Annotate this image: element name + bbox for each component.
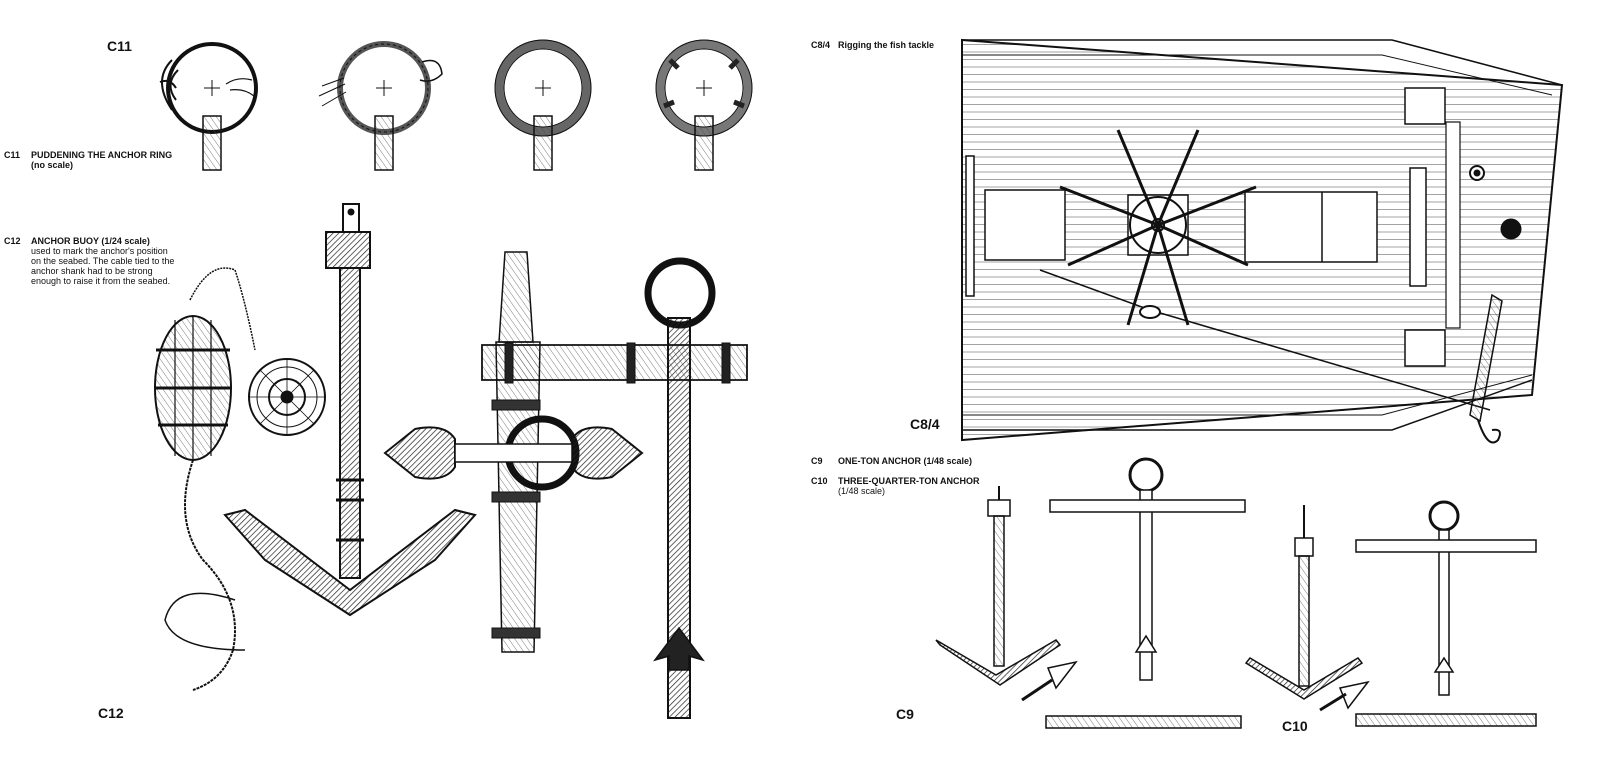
c12-caption-title: ANCHOR BUOY (1/24 scale): [31, 236, 150, 246]
c12-anchor-stock-side: [481, 257, 748, 719]
c9-caption-title: ONE-TON ANCHOR (1/48 scale): [838, 456, 973, 466]
c12-caption-line: on the seabed. The cable tied to the: [31, 256, 175, 266]
c11-figure-label: C11: [107, 38, 132, 54]
c9-caption-number: C9: [811, 456, 823, 466]
c12-caption-line: anchor shank had to be strong: [31, 266, 153, 276]
c11-ring-stage-3: [494, 39, 592, 171]
c10-caption-number: C10: [811, 476, 828, 486]
c11-ring-stage-4: [655, 39, 753, 171]
c84-fish-tackle-line: [1039, 269, 1503, 444]
c12-anchor-stock-front: [383, 251, 644, 653]
c12-caption-line: used to mark the anchor's position: [31, 246, 168, 256]
c10-anchor-side-view: [1244, 505, 1370, 712]
c11-ring-stage-1: [159, 42, 258, 171]
c12-anchor-buoy: [154, 267, 256, 691]
c12-caption-number: C12: [4, 236, 21, 246]
c84-caption: C8/4 Rigging the fish tackle: [811, 40, 934, 50]
c12-caption-line: enough to raise it from the seabed.: [31, 276, 171, 286]
c12-buoy-top-view: [248, 358, 326, 436]
c11-caption-scale: (no scale): [31, 160, 74, 170]
c12-caption: C12 ANCHOR BUOY (1/24 scale) used to mark…: [4, 236, 174, 286]
c10-figure-label: C10: [1282, 718, 1308, 734]
c11-caption: C11 PUDDENING THE ANCHOR RING (no scale): [4, 150, 172, 170]
c12-anchor-side-view: [223, 203, 477, 617]
c84-capstan: [1059, 129, 1257, 326]
c12-figure-label: C12: [98, 705, 124, 721]
c9-figure-label: C9: [896, 706, 914, 722]
c10-caption-title: THREE-QUARTER-TON ANCHOR: [838, 476, 980, 486]
c84-caption-number: C8/4: [811, 40, 831, 50]
c84-deck-plan: [961, 38, 1564, 442]
c11-caption-title: PUDDENING THE ANCHOR RING: [31, 150, 173, 160]
c9-anchor-front-view: [1045, 457, 1246, 729]
c9-caption: C9 ONE-TON ANCHOR (1/48 scale): [811, 456, 972, 466]
c10-caption-scale: (1/48 scale): [838, 486, 886, 496]
c10-caption: C10 THREE-QUARTER-TON ANCHOR (1/48 scale): [811, 476, 980, 496]
c84-figure-label: C8/4: [910, 416, 940, 432]
c11-ring-stage-2: [318, 41, 443, 171]
c84-caption-title: Rigging the fish tackle: [838, 40, 935, 50]
c9-anchor-side-view: [935, 486, 1078, 702]
c10-anchor-front-view: [1355, 500, 1537, 727]
c11-caption-number: C11: [4, 150, 21, 160]
